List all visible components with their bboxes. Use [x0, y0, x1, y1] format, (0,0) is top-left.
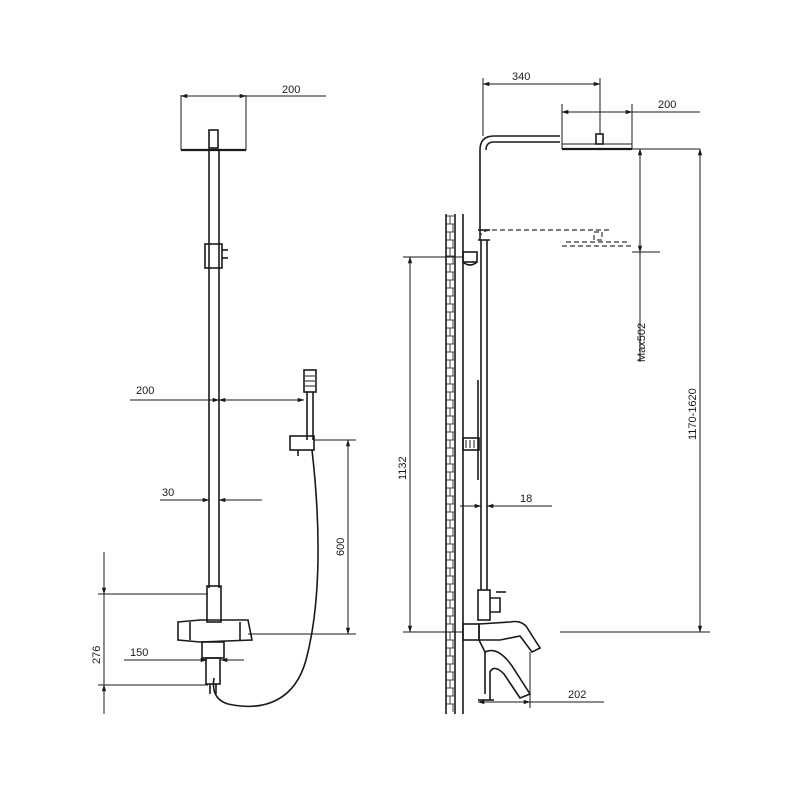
dim-side-riser-height: 1132	[397, 256, 463, 633]
label-side-arm-reach: 340	[512, 71, 530, 83]
dim-front-pipe-width: 30	[160, 487, 262, 503]
label-front-holder-height: 600	[335, 538, 347, 556]
side-view: 340 200 Max502 1170-1620 1132	[397, 71, 710, 714]
dim-side-head-width: 200	[561, 99, 700, 115]
dim-front-holder-height: 600	[248, 439, 356, 635]
label-front-mixer-height: 276	[91, 646, 103, 664]
dim-side-spout-reach: 202	[477, 652, 604, 708]
front-mixer	[177, 585, 253, 694]
label-side-head-width: 200	[658, 99, 676, 111]
side-wall	[445, 214, 464, 714]
dim-front-head-width: 200	[180, 84, 326, 99]
side-riser-pipe	[477, 135, 560, 590]
label-side-riser-height: 1132	[397, 456, 409, 480]
front-view: 200 200 30 600 276	[91, 84, 356, 714]
dim-side-arm-reach: 340	[482, 71, 601, 136]
label-side-spout-reach: 202	[568, 689, 586, 701]
dim-front-mixer-width: 150	[124, 647, 244, 663]
front-hose	[212, 449, 319, 708]
front-hand-shower	[289, 369, 317, 456]
dim-side-pipe-diameter: 18	[460, 493, 552, 509]
label-side-total-height: 1170-1620	[687, 388, 699, 440]
dim-side-head-travel: Max502	[632, 148, 700, 362]
side-wall-bracket-top	[462, 251, 478, 266]
label-side-pipe-diameter: 18	[520, 493, 532, 505]
front-shower-head	[180, 95, 247, 152]
dim-side-total-height: 1170-1620	[560, 148, 710, 633]
front-slider-bracket	[204, 243, 228, 269]
side-shower-head	[561, 104, 633, 151]
label-front-hand-offset: 200	[136, 385, 154, 397]
dim-front-hand-offset: 200	[130, 385, 305, 403]
dim-front-mixer-height: 276	[91, 552, 208, 714]
side-mixer-spout	[462, 620, 542, 701]
side-shower-head-lowered	[479, 229, 632, 247]
side-diverter	[477, 589, 506, 621]
front-riser-pipe	[208, 150, 220, 588]
label-side-head-travel: Max502	[636, 323, 648, 362]
label-front-pipe-width: 30	[162, 487, 174, 499]
label-front-head-width: 200	[282, 84, 300, 96]
side-hand-holder	[462, 437, 480, 451]
label-front-mixer-width: 150	[130, 647, 148, 659]
